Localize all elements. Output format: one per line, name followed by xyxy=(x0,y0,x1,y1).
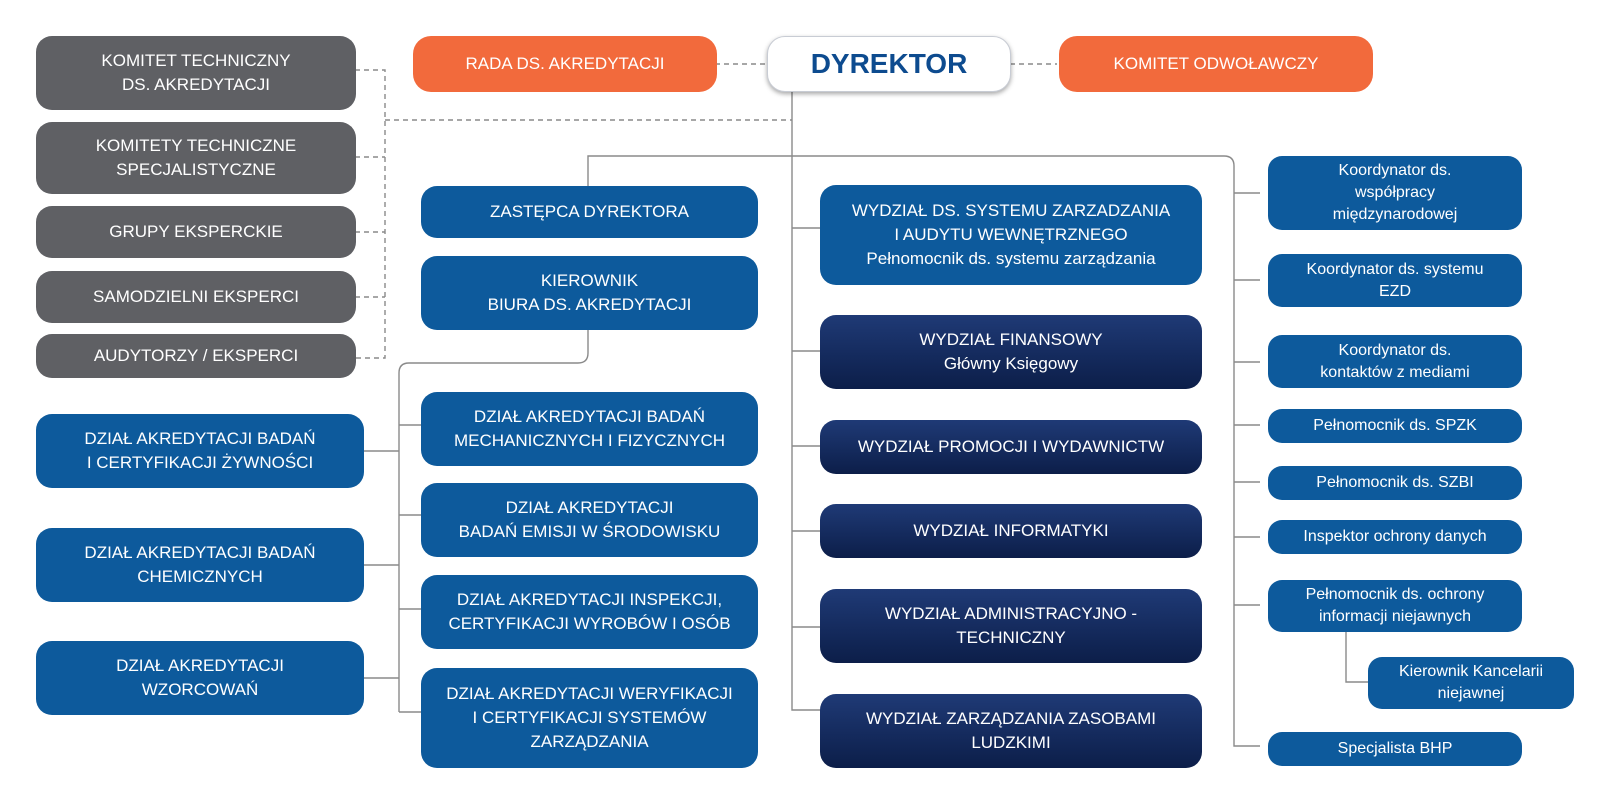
position-box: Koordynator ds. systemu EZD xyxy=(1268,254,1522,307)
advisory-line: AUDYTORZY / EKSPERCI xyxy=(93,346,299,365)
advisory-box: GRUPY EKSPERCKIE xyxy=(36,206,356,258)
position-line: EZD xyxy=(1379,282,1411,300)
advisory-line: SPECJALISTYCZNE xyxy=(116,160,276,179)
division-line: I CERTYFIKACJI SYSTEMÓW xyxy=(472,708,707,727)
position-line: międzynarodowej xyxy=(1332,206,1458,223)
position-box: Inspektor ochrony danych xyxy=(1268,520,1522,554)
division-box: DZIAŁ AKREDYTACJI BADAŃ EMISJI W ŚRODOWI… xyxy=(421,483,758,557)
department-line: WYDZIAŁ ADMINISTRACYJNO - xyxy=(884,604,1138,623)
department-line: WYDZIAŁ INFORMATYKI xyxy=(913,521,1109,540)
division-line: DZIAŁ AKREDYTACJI WERYFIKACJI xyxy=(446,684,733,703)
position-line: Inspektor ochrony danych xyxy=(1303,528,1487,545)
department-box: WYDZIAŁ INFORMATYKI xyxy=(820,504,1202,558)
solid-connectors xyxy=(364,90,1368,747)
advisory-line: SAMODZIELNI EKSPERCI xyxy=(93,287,299,306)
department-line: Główny Księgowy xyxy=(943,354,1079,373)
department-box: WYDZIAŁ DS. SYSTEMU ZARZADZANIA I AUDYTU… xyxy=(820,185,1202,285)
department-box: WYDZIAŁ ZARZĄDZANIA ZASOBAMI LUDZKIMI xyxy=(820,694,1202,768)
advisory-box: KOMITET TECHNICZNY DS. AKREDYTACJI xyxy=(36,36,356,110)
division-box: DZIAŁ AKREDYTACJI WERYFIKACJI I CERTYFIK… xyxy=(421,668,758,768)
department-line: LUDZKIMI xyxy=(971,733,1051,752)
position-line: Pełnomocnik ds. ochrony xyxy=(1305,586,1485,603)
position-box: Kierownik Kancelarii niejawnej xyxy=(1368,657,1574,709)
position-line: Kierownik Kancelarii xyxy=(1398,663,1544,680)
director-label: DYREKTOR xyxy=(810,48,968,79)
division-line: CHEMICZNYCH xyxy=(137,567,263,586)
division-box: DZIAŁ AKREDYTACJI BADAŃ CHEMICZNYCH xyxy=(36,528,364,602)
division-box: DZIAŁ AKREDYTACJI BADAŃ MECHANICZNYCH I … xyxy=(421,392,758,466)
office-head-line: KIEROWNIK xyxy=(540,271,639,290)
division-line: DZIAŁ AKREDYTACJI BADAŃ xyxy=(84,429,316,448)
division-box: DZIAŁ AKREDYTACJI BADAŃ I CERTYFIKACJI Ż… xyxy=(36,414,364,488)
advisory-box: AUDYTORZY / EKSPERCI xyxy=(36,334,356,378)
deputy-director-label: ZASTĘPCA DYREKTORA xyxy=(489,202,689,221)
position-line: Specjalista BHP xyxy=(1337,740,1453,757)
department-line: TECHNICZNY xyxy=(956,628,1066,647)
department-line: WYDZIAŁ FINANSOWY xyxy=(919,330,1103,349)
position-line: informacji niejawnych xyxy=(1318,608,1472,625)
position-box: Koordynator ds. kontaktów z mediami xyxy=(1268,335,1522,388)
division-line: I CERTYFIKACJI ŻYWNOŚCI xyxy=(86,453,314,472)
department-box: WYDZIAŁ ADMINISTRACYJNO - TECHNICZNY xyxy=(820,589,1202,663)
division-line: ZARZĄDZANIA xyxy=(530,732,649,751)
department-box: WYDZIAŁ FINANSOWY Główny Księgowy xyxy=(820,315,1202,389)
department-line: WYDZIAŁ DS. SYSTEMU ZARZADZANIA xyxy=(851,201,1171,220)
division-line: BADAŃ EMISJI W ŚRODOWISKU xyxy=(458,522,721,541)
deputy-director-box: ZASTĘPCA DYREKTORA xyxy=(421,186,758,238)
position-line: Pełnomocnik ds. SPZK xyxy=(1313,417,1477,434)
position-box: Koordynator ds. współpracy międzynarodow… xyxy=(1268,156,1522,230)
advisory-line: KOMITETY TECHNICZNE xyxy=(95,136,297,155)
division-line: MECHANICZNYCH I FIZYCZNYCH xyxy=(453,431,726,450)
division-line: CERTYFIKACJI WYROBÓW I OSÓB xyxy=(448,614,731,633)
division-line: DZIAŁ AKREDYTACJI INSPEKCJI, xyxy=(456,590,723,609)
division-line: WZORCOWAŃ xyxy=(141,680,259,699)
advisory-box: SAMODZIELNI EKSPERCI xyxy=(36,271,356,323)
department-line: I AUDYTU WEWNĘTRZNEGO xyxy=(894,225,1128,244)
department-line: WYDZIAŁ PROMOCJI I WYDAWNICTW xyxy=(857,437,1165,456)
advisory-line: GRUPY EKSPERCKIE xyxy=(109,222,283,241)
position-line: Pełnomocnik ds. SZBI xyxy=(1316,474,1474,491)
advisory-line: KOMITET TECHNICZNY xyxy=(101,51,291,70)
position-line: Koordynator ds. systemu xyxy=(1306,260,1484,278)
division-line: DZIAŁ AKREDYTACJI BADAŃ xyxy=(473,407,706,426)
office-head-box: KIEROWNIK BIURA DS. AKREDYTACJI xyxy=(421,256,758,330)
accreditation-council-label: RADA DS. AKREDYTACJI xyxy=(465,54,665,73)
position-line: Koordynator ds. xyxy=(1338,341,1452,359)
division-line: DZIAŁ AKREDYTACJI BADAŃ xyxy=(84,543,316,562)
position-box: Pełnomocnik ds. SPZK xyxy=(1268,409,1522,443)
advisory-line: DS. AKREDYTACJI xyxy=(122,75,270,94)
division-box: DZIAŁ AKREDYTACJI WZORCOWAŃ xyxy=(36,641,364,715)
position-line: współpracy xyxy=(1354,184,1436,201)
office-head-line: BIURA DS. AKREDYTACJI xyxy=(487,295,692,314)
position-box: Pełnomocnik ds. SZBI xyxy=(1268,466,1522,500)
appeals-committee-box: KOMITET ODWOŁAWCZY xyxy=(1059,36,1373,92)
position-line: niejawnej xyxy=(1437,685,1505,702)
position-box: Pełnomocnik ds. ochrony informacji nieja… xyxy=(1268,580,1522,632)
division-box: DZIAŁ AKREDYTACJI INSPEKCJI, CERTYFIKACJ… xyxy=(421,575,758,649)
appeals-committee-label: KOMITET ODWOŁAWCZY xyxy=(1113,54,1319,73)
director-box: DYREKTOR xyxy=(767,36,1011,92)
division-line: DZIAŁ AKREDYTACJI xyxy=(116,656,284,675)
dashed-connectors xyxy=(355,63,1057,359)
department-box: WYDZIAŁ PROMOCJI I WYDAWNICTW xyxy=(820,420,1202,474)
position-box: Specjalista BHP xyxy=(1268,732,1522,766)
department-line: WYDZIAŁ ZARZĄDZANIA ZASOBAMI xyxy=(866,709,1156,728)
division-line: DZIAŁ AKREDYTACJI xyxy=(505,498,674,517)
position-line: kontaktów z mediami xyxy=(1320,363,1470,381)
department-line: Pełnomocnik ds. systemu zarządzania xyxy=(866,249,1156,268)
advisory-box: KOMITETY TECHNICZNE SPECJALISTYCZNE xyxy=(36,122,356,194)
position-line: Koordynator ds. xyxy=(1338,162,1452,179)
accreditation-council-box: RADA DS. AKREDYTACJI xyxy=(413,36,717,92)
